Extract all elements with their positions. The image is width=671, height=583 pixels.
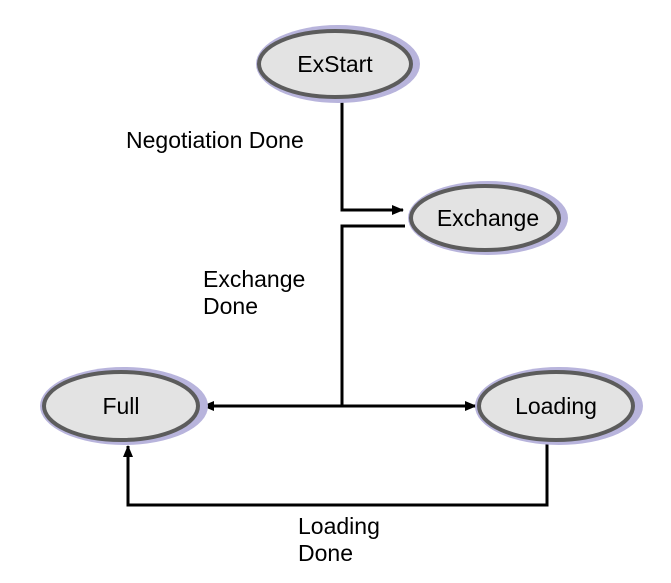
state-exchange: Exchange (408, 181, 568, 255)
label-exchange-done-line1: Exchange (203, 266, 305, 292)
state-full: Full (40, 367, 208, 445)
state-exchange-label: Exchange (437, 205, 539, 231)
edge-exstart-to-exchange (340, 98, 404, 215)
label-loading-done-line2: Done (298, 540, 353, 566)
label-exchange-done-line2: Done (203, 293, 258, 319)
edges (123, 98, 549, 507)
label-negotiation-done: Negotiation Done (126, 127, 304, 153)
state-exstart: ExStart (256, 25, 420, 103)
state-exstart-label: ExStart (297, 51, 373, 77)
edge-loading-to-full (123, 442, 549, 507)
label-loading-done-line1: Loading (298, 513, 380, 539)
state-exchange-shape (409, 184, 561, 252)
state-loading: Loading (475, 367, 643, 445)
state-full-label: Full (102, 393, 139, 419)
state-loading-label: Loading (515, 393, 597, 419)
state-full-shape (42, 370, 200, 442)
state-loading-shape (477, 370, 635, 442)
edge-exchange-to-junction (340, 224, 405, 406)
state-exstart-shape (257, 29, 413, 99)
